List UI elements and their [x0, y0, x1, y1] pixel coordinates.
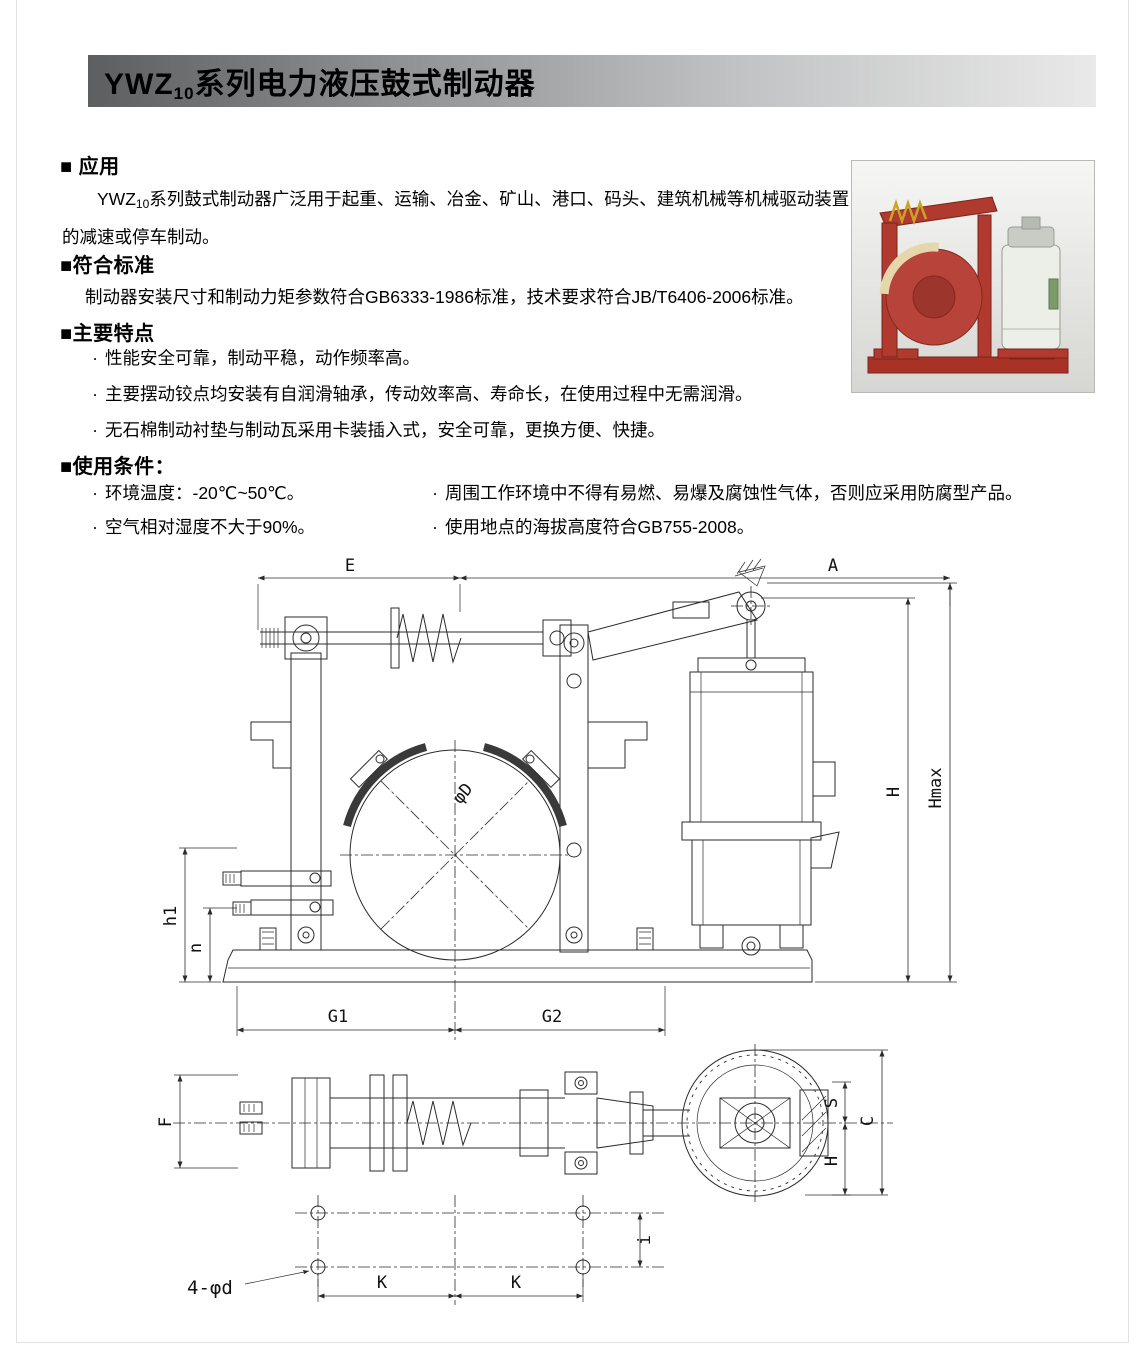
- condition-text: 环境温度：-20℃~50℃。: [105, 483, 305, 503]
- bullet-dot: ·: [92, 348, 98, 368]
- dim-label-k1: K: [377, 1273, 388, 1293]
- title-prefix: YWZ: [104, 67, 174, 101]
- bolt-pattern-view: i K K 4-φd: [187, 1195, 665, 1305]
- condition-text: 使用地点的海拔高度符合GB755-2008。: [445, 517, 755, 537]
- dim-label-phi-d: φD: [449, 780, 477, 809]
- thruster-cap: [1007, 226, 1055, 248]
- dim-label-h1: h1: [161, 906, 181, 926]
- spring-rod-assembly: [260, 607, 572, 669]
- thruster-label: [1048, 278, 1059, 310]
- bullet-dot: ·: [92, 483, 98, 503]
- top-lever: [587, 558, 771, 661]
- product-photo: [851, 160, 1095, 393]
- dim-label-i: i: [635, 1235, 655, 1245]
- thruster: [681, 620, 840, 956]
- bullet-dot: ·: [92, 420, 98, 440]
- dim-label-c: C: [858, 1116, 878, 1126]
- dim-label-hmax: Hmax: [926, 768, 946, 809]
- feature-text: 性能安全可靠，制动平稳，动作频率高。: [105, 348, 420, 368]
- page-header: YWZ10系列电力液压鼓式制动器: [88, 55, 1096, 107]
- title-subscript: 10: [173, 83, 195, 103]
- product-photo-illustration: [852, 161, 1094, 392]
- center-lines: [340, 740, 570, 1040]
- application-body-text: 系列鼓式制动器广泛用于起重、运输、冶金、矿山、港口、码头、建筑机械等机械驱动装置…: [62, 189, 850, 247]
- dim-label-g1: G1: [328, 1007, 348, 1027]
- brake-base: [867, 356, 1069, 374]
- dim-label-a: A: [828, 556, 838, 576]
- dim-label-g2: G2: [542, 1007, 562, 1027]
- brake-lining: [879, 242, 989, 352]
- feature-item: · 无石棉制动衬垫与制动瓦采用卡装插入式，安全可靠，更换方便、快捷。: [85, 417, 665, 442]
- dim-label-holes: 4-φd: [187, 1277, 233, 1299]
- bullet-dot: ·: [432, 483, 438, 503]
- condition-item: · 空气相对湿度不大于90%。: [85, 514, 315, 539]
- title-suffix: 系列电力液压鼓式制动器: [194, 67, 536, 101]
- release-mechanism: [222, 870, 334, 916]
- application-body-subscript: 10: [135, 197, 150, 211]
- thruster-knob: [1021, 216, 1041, 230]
- application-body-prefix: YWZ: [97, 189, 136, 209]
- condition-text: 空气相对湿度不大于90%。: [105, 517, 316, 537]
- condition-item: · 周围工作环境中不得有易燃、易爆及腐蚀性气体，否则应采用防腐型产品。: [425, 480, 1023, 505]
- top-view-spring: [406, 1100, 472, 1147]
- left-brake-arm: [250, 616, 328, 951]
- standards-body: 制动器安装尺寸和制动力矩参数符合GB6333-1986标准，技术要求符合JB/T…: [85, 287, 804, 307]
- bullet-dot: ·: [432, 517, 438, 537]
- dim-label-e: E: [345, 556, 355, 576]
- technical-drawing: E A H Hmax h1 n G1 G2 φD: [156, 556, 957, 1305]
- bullet-dot: ·: [92, 384, 98, 404]
- top-view: F S H C: [156, 1044, 893, 1202]
- section-heading-conditions: ■使用条件：: [60, 456, 176, 478]
- page-title: YWZ10系列电力液压鼓式制动器: [104, 59, 536, 104]
- dim-label-h: H: [884, 787, 904, 797]
- brake-spring: [888, 199, 928, 225]
- condition-text: 周围工作环境中不得有易燃、易爆及腐蚀性气体，否则应采用防腐型产品。: [445, 483, 1023, 503]
- dim-label-s: S: [822, 1098, 842, 1108]
- feature-text: 无石棉制动衬垫与制动瓦采用卡装插入式，安全可靠，更换方便、快捷。: [105, 420, 665, 440]
- dim-label-h-side: H: [822, 1156, 842, 1166]
- section-heading-application: ■ 应用: [60, 156, 120, 178]
- brake-top-lever: [879, 196, 998, 228]
- brake-drum: [343, 743, 567, 961]
- condition-item: · 使用地点的海拔高度符合GB755-2008。: [425, 514, 754, 539]
- bullet-dot: ·: [92, 517, 98, 537]
- brake-drum-hub: [912, 275, 956, 319]
- section-heading-features: ■主要特点: [60, 323, 155, 345]
- application-body: YWZ10系列鼓式制动器广泛用于起重、运输、冶金、矿山、港口、码头、建筑机械等机…: [62, 183, 854, 254]
- front-view: [222, 558, 840, 983]
- dim-label-n: n: [186, 943, 206, 953]
- section-heading-standards: ■符合标准: [60, 255, 155, 277]
- front-view-dimensions: E A H Hmax h1 n G1 G2 φD: [161, 556, 957, 1036]
- brake-illustration: [867, 196, 1069, 374]
- dim-label-f: F: [156, 1117, 176, 1127]
- condition-item: · 环境温度：-20℃~50℃。: [85, 480, 304, 505]
- right-brake-arm: [559, 624, 648, 953]
- feature-item: · 性能安全可靠，制动平稳，动作频率高。: [85, 345, 420, 370]
- dim-label-k2: K: [511, 1273, 522, 1293]
- mount-bracket: [799, 1089, 829, 1157]
- thruster-base: [997, 348, 1069, 359]
- base-plate: [222, 927, 813, 983]
- feature-item: · 主要摆动铰点均安装有自润滑轴承，传动效率高、寿命长，在使用过程中无需润滑。: [85, 381, 753, 406]
- feature-text: 主要摆动铰点均安装有自润滑轴承，传动效率高、寿命长，在使用过程中无需润滑。: [105, 384, 753, 404]
- terminal-box: [812, 761, 836, 797]
